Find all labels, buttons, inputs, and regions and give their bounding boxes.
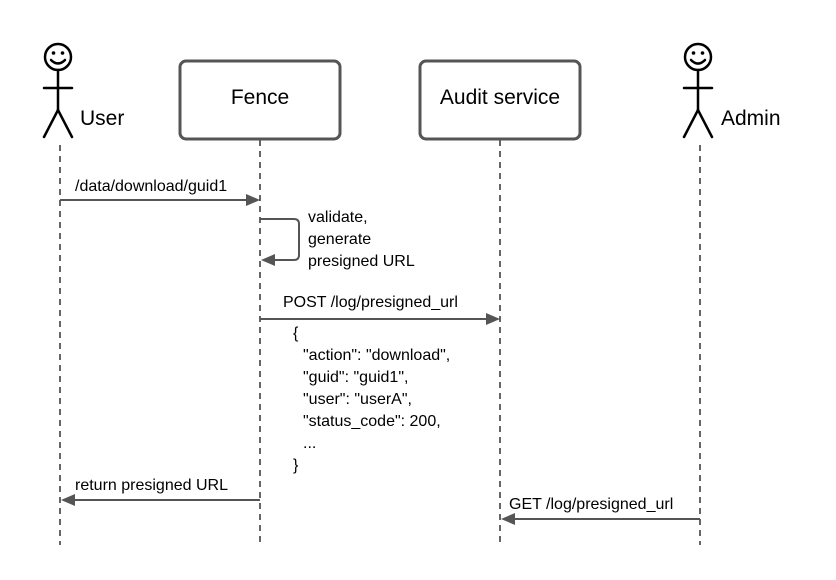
self-validate-line-1: validate,	[308, 209, 368, 226]
arrowhead-left-icon	[261, 254, 275, 266]
payload-line-5: "status_code": 200,	[303, 413, 441, 430]
message-self-validate: validate, generate presigned URL	[260, 209, 415, 270]
message-return-url: return presigned URL	[61, 477, 260, 506]
payload-line-7: }	[293, 457, 299, 474]
message-get-log-label: GET /log/presigned_url	[509, 496, 673, 513]
payload-line-4: "user": "userA",	[303, 391, 412, 408]
message-get-log: GET /log/presigned_url	[501, 496, 700, 525]
self-validate-line-2: generate	[308, 231, 371, 248]
message-return-url-label: return presigned URL	[75, 477, 228, 494]
actor-user-label: User	[80, 107, 124, 130]
self-validate-line-3: presigned URL	[308, 253, 415, 270]
participant-fence-label: Fence	[231, 86, 289, 109]
participant-fence: Fence	[178, 59, 342, 141]
actor-user: User	[42, 42, 124, 139]
payload-line-1: {	[293, 325, 299, 342]
payload-line-2: "action": "download",	[303, 347, 450, 364]
message-post-log: POST /log/presigned_url	[260, 294, 500, 325]
admin-stick-figure-icon	[682, 42, 714, 139]
arrowhead-right-icon	[486, 313, 500, 325]
payload-note: { "action": "download", "guid": "guid1",…	[293, 325, 450, 474]
participant-audit-service: Audit service	[418, 59, 582, 141]
message-download-label: /data/download/guid1	[75, 178, 227, 195]
participant-audit-box	[418, 59, 582, 141]
arrowhead-left-icon	[501, 513, 515, 525]
participant-audit-label: Audit service	[440, 86, 560, 109]
message-post-log-label: POST /log/presigned_url	[283, 294, 458, 311]
arrowhead-right-icon	[246, 194, 260, 206]
actor-admin-label: Admin	[721, 107, 781, 130]
participant-fence-box	[178, 59, 342, 141]
message-download-request: /data/download/guid1	[60, 178, 260, 206]
user-stick-figure-icon	[42, 42, 74, 139]
arrowhead-left-icon	[61, 494, 75, 506]
payload-line-6: ...	[303, 435, 316, 452]
actor-admin: Admin	[682, 42, 781, 139]
payload-line-3: "guid": "guid1",	[303, 369, 408, 386]
message-self-loop-line	[260, 218, 300, 261]
